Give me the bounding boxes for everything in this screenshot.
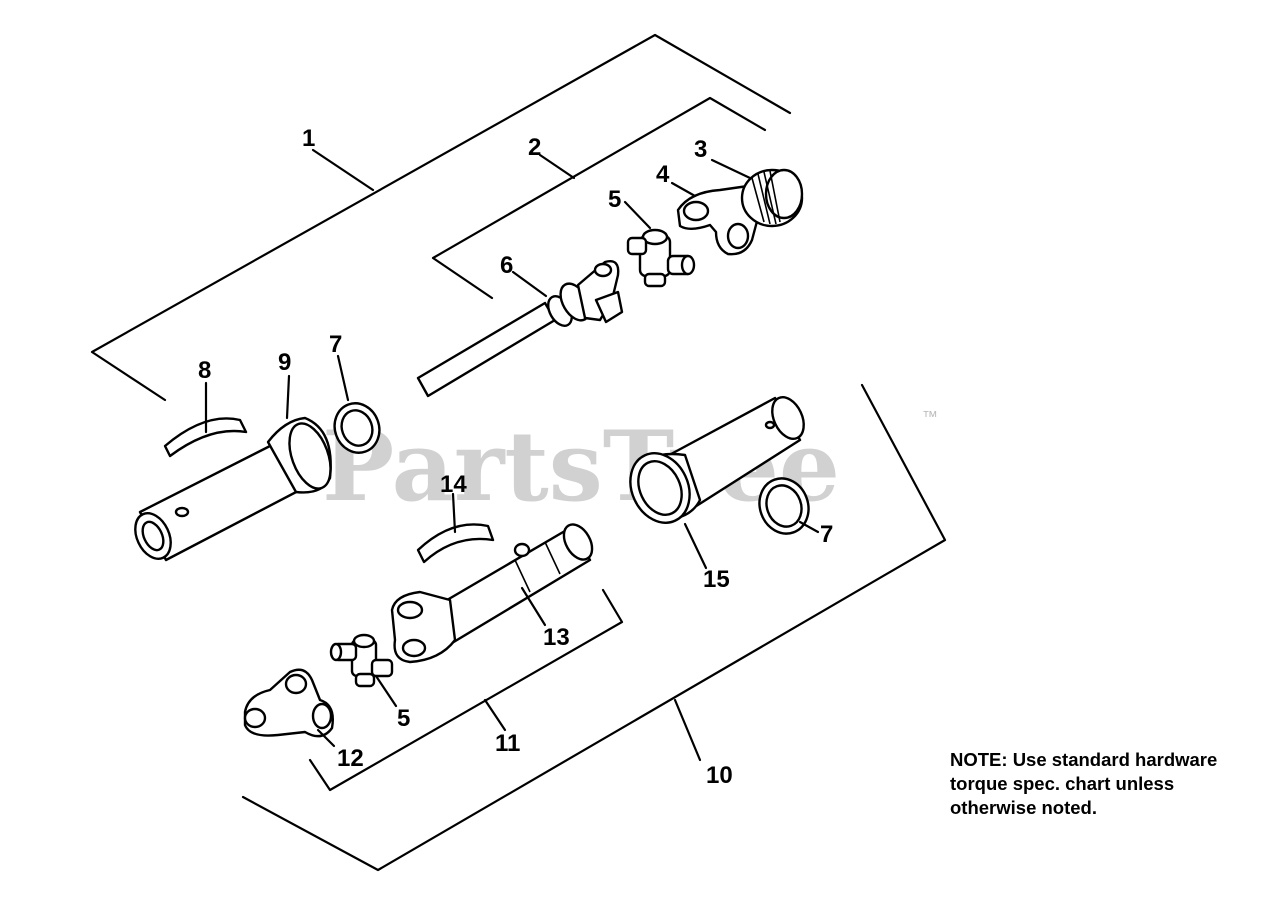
note-line-2: torque spec. chart unless xyxy=(950,773,1175,794)
callout-11: 11 xyxy=(495,730,520,757)
callout-7-lower: 7 xyxy=(820,521,833,548)
callout-15: 15 xyxy=(703,566,730,593)
part-13-inner-shaft xyxy=(390,523,594,664)
part-9-tube xyxy=(134,416,332,562)
callout-13: 13 xyxy=(543,624,570,651)
leader-3 xyxy=(710,158,752,180)
leader-13 xyxy=(520,586,547,627)
callout-4: 4 xyxy=(656,161,670,188)
leader-7-lower xyxy=(798,520,820,534)
callout-9: 9 xyxy=(278,349,291,376)
torque-note: NOTE: Use standard hardware torque spec.… xyxy=(950,748,1270,820)
leader-4 xyxy=(670,181,697,198)
bracket-1 xyxy=(90,33,792,402)
callout-7-upper: 7 xyxy=(329,331,342,358)
leader-15 xyxy=(683,522,708,570)
part-8-shield xyxy=(163,417,248,458)
callout-5-upper: 5 xyxy=(608,186,621,213)
callout-14: 14 xyxy=(440,471,467,498)
note-line-3: otherwise noted. xyxy=(950,797,1097,818)
note-line-1: NOTE: Use standard hardware xyxy=(950,749,1218,770)
part-7-ring-lower xyxy=(758,477,810,535)
part-12-yoke xyxy=(243,668,334,738)
part-14-shield xyxy=(416,523,495,564)
leader-7-upper xyxy=(336,354,350,402)
part-4-yoke xyxy=(676,184,763,256)
part-5-cross-lower xyxy=(329,633,394,688)
leader-12 xyxy=(316,728,336,748)
callout-5-lower: 5 xyxy=(397,705,410,732)
part-15-tube xyxy=(629,396,805,524)
callout-3: 3 xyxy=(694,136,707,163)
leader-6 xyxy=(511,270,548,298)
part-7-ring-upper xyxy=(333,402,381,454)
bracket-10 xyxy=(241,383,947,872)
watermark-trademark: ™ xyxy=(922,409,938,426)
callout-1: 1 xyxy=(302,125,315,152)
part-3-knob xyxy=(740,168,804,228)
bracket-11 xyxy=(308,588,624,792)
callout-2: 2 xyxy=(528,134,541,161)
bracket-2 xyxy=(431,96,767,300)
leader-5-upper xyxy=(623,200,652,230)
part-5-cross-upper xyxy=(626,228,696,288)
part-6-shaft-yoke xyxy=(416,260,624,398)
callout-12: 12 xyxy=(337,745,364,772)
callout-6: 6 xyxy=(500,252,513,279)
leader-5-lower xyxy=(374,674,398,708)
callout-10: 10 xyxy=(706,762,733,789)
leader-14 xyxy=(451,492,457,534)
leader-9 xyxy=(285,374,291,420)
callout-8: 8 xyxy=(198,357,211,384)
